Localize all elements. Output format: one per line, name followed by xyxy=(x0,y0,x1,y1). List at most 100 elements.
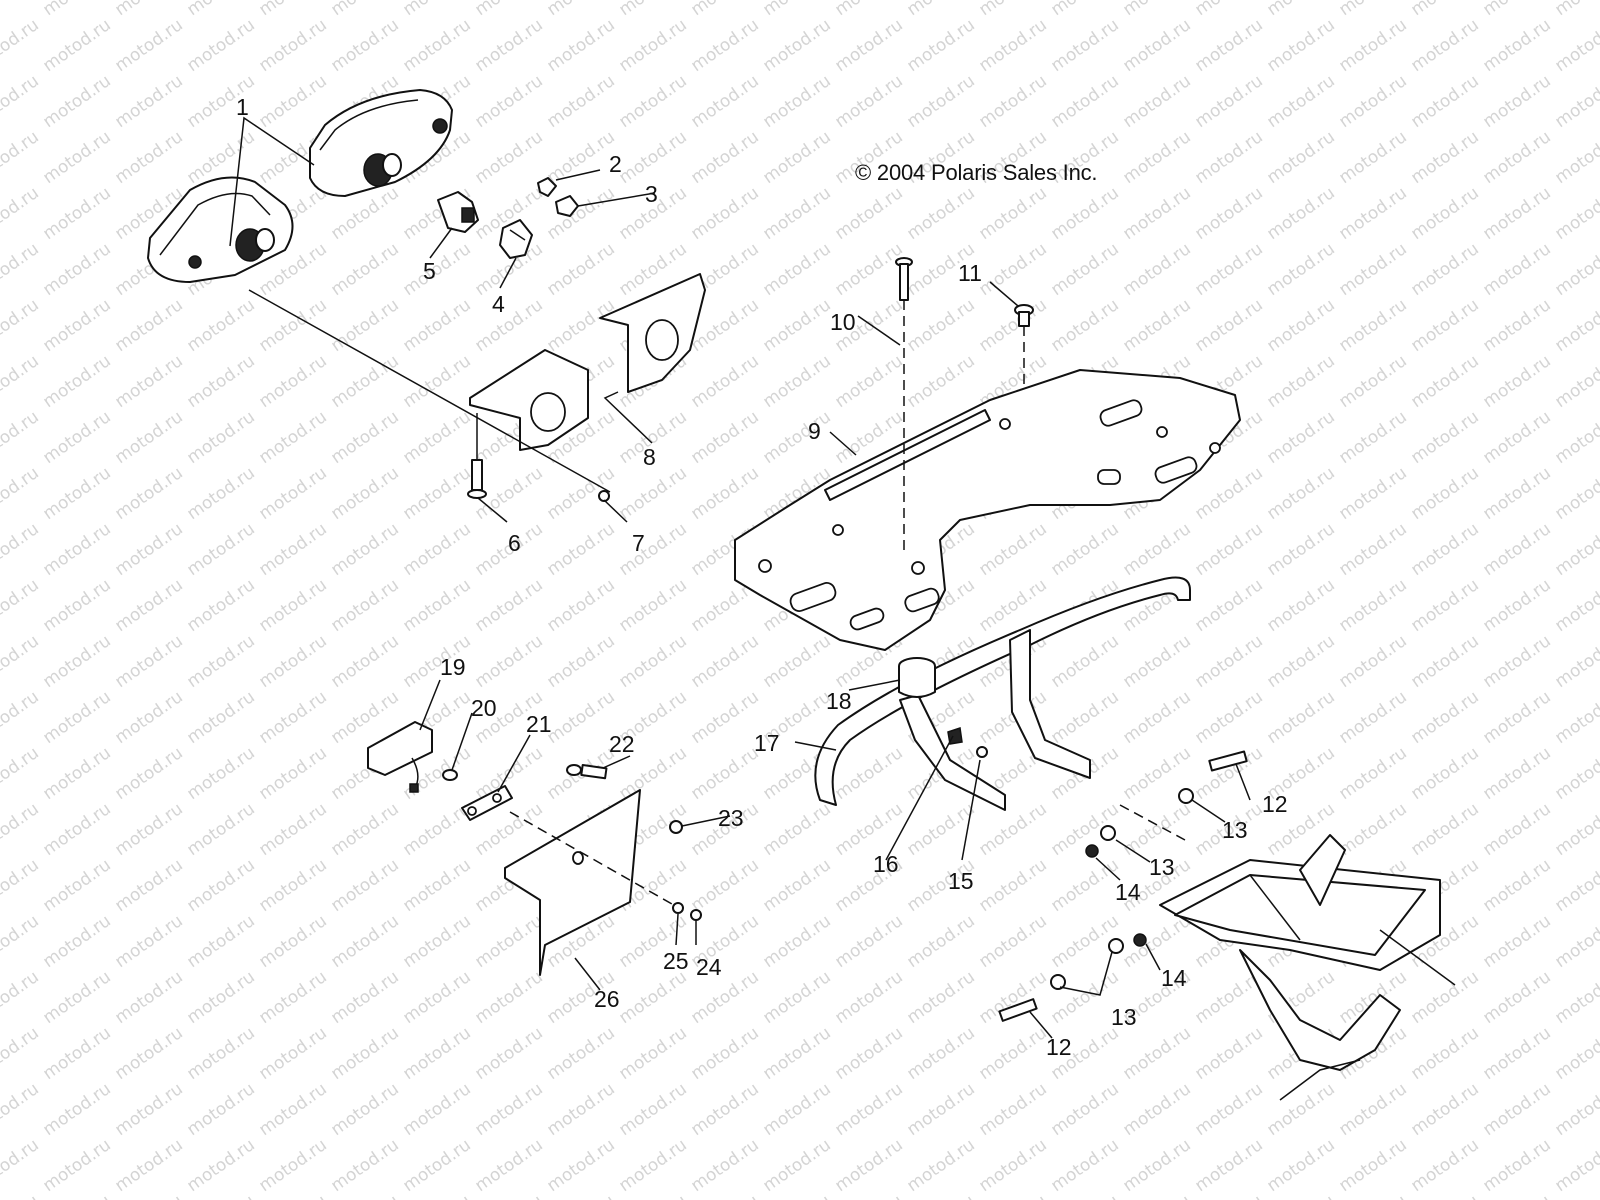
watermark-text: motod.ru xyxy=(903,351,978,412)
copyright-notice: © 2004 Polaris Sales Inc. xyxy=(855,160,1098,185)
watermark-text: motod.ru xyxy=(0,1023,43,1084)
watermark-text: motod.ru xyxy=(1119,183,1194,244)
watermark-text: motod.ru xyxy=(183,351,258,412)
watermark-text: motod.ru xyxy=(0,1135,43,1196)
watermark-text: motod.ru xyxy=(1407,967,1482,1028)
watermark-text: motod.ru xyxy=(687,15,762,76)
watermark-text: motod.ru xyxy=(471,295,546,356)
watermark-text: motod.ru xyxy=(183,1135,258,1196)
watermark-text: motod.ru xyxy=(327,631,402,692)
license-light xyxy=(367,721,433,793)
watermark-text: motod.ru xyxy=(111,351,186,412)
callout-4: 4 xyxy=(492,291,505,317)
watermark-text: motod.ru xyxy=(615,15,690,76)
watermark-text: motod.ru xyxy=(1407,743,1482,804)
watermark-text: motod.ru xyxy=(0,239,43,300)
watermark-text: motod.ru xyxy=(39,855,114,916)
callout-24: 24 xyxy=(696,954,722,980)
watermark-text: motod.ru xyxy=(183,1023,258,1084)
callout-2: 2 xyxy=(609,151,622,177)
rack-bolt-short xyxy=(1014,304,1034,327)
watermark-text: motod.ru xyxy=(975,519,1050,580)
watermark-text: motod.ru xyxy=(1119,15,1194,76)
frame-washers xyxy=(1050,788,1194,990)
watermark-text: motod.ru xyxy=(111,1023,186,1084)
watermark-text: motod.ru xyxy=(39,351,114,412)
watermark-text: motod.ru xyxy=(1335,351,1410,412)
license-spacer-plate xyxy=(461,785,513,821)
watermark-text: motod.ru xyxy=(1047,239,1122,300)
callout-13-upper: 13 xyxy=(1222,817,1248,843)
watermark-text: motod.ru xyxy=(471,127,546,188)
watermark-text: motod.ru xyxy=(1047,687,1122,748)
watermark-text: motod.ru xyxy=(183,743,258,804)
watermark-text: motod.ru xyxy=(1335,1135,1410,1196)
watermark-text: motod.ru xyxy=(831,71,906,132)
watermark-text: motod.ru xyxy=(111,799,186,860)
watermark-text: motod.ru xyxy=(759,855,834,916)
watermark-text: motod.ru xyxy=(255,631,330,692)
watermark-text: motod.ru xyxy=(1047,1079,1122,1140)
watermark-text: motod.ru xyxy=(831,743,906,804)
watermark-text: motod.ru xyxy=(1191,239,1266,300)
watermark-text: motod.ru xyxy=(1191,183,1266,244)
watermark-text: motod.ru xyxy=(1479,855,1554,916)
watermark-text: motod.ru xyxy=(39,687,114,748)
watermark-text: motod.ru xyxy=(255,351,330,412)
watermark-text: motod.ru xyxy=(1479,911,1554,972)
watermark-text: motod.ru xyxy=(0,575,43,636)
watermark-text: motod.ru xyxy=(39,519,114,580)
watermark-text: motod.ru xyxy=(39,799,114,860)
watermark-text: motod.ru xyxy=(831,15,906,76)
callout-17: 17 xyxy=(754,730,780,756)
watermark-text: motod.ru xyxy=(39,239,114,300)
watermark-text: motod.ru xyxy=(327,15,402,76)
watermark-text: motod.ru xyxy=(1407,1023,1482,1084)
callout-5: 5 xyxy=(423,258,436,284)
watermark-text: motod.ru xyxy=(399,911,474,972)
watermark-text: motod.ru xyxy=(471,1079,546,1140)
watermark-text: motod.ru xyxy=(543,687,618,748)
watermark-text: motod.ru xyxy=(471,911,546,972)
watermark-text: motod.ru xyxy=(1119,127,1194,188)
watermark-text: motod.ru xyxy=(543,15,618,76)
watermark-text: motod.ru xyxy=(1191,15,1266,76)
watermark-text: motod.ru xyxy=(687,463,762,524)
watermark-text: motod.ru xyxy=(975,911,1050,972)
watermark-text: motod.ru xyxy=(1335,183,1410,244)
watermark-text: motod.ru xyxy=(1551,1191,1600,1200)
small-washer xyxy=(672,902,684,914)
watermark-text: motod.ru xyxy=(0,631,43,692)
watermark-text: motod.ru xyxy=(615,71,690,132)
watermark-text: motod.ru xyxy=(1479,127,1554,188)
watermark-text: motod.ru xyxy=(1191,71,1266,132)
watermark-text: motod.ru xyxy=(39,1135,114,1196)
watermark-text: motod.ru xyxy=(1551,463,1600,524)
watermark-text: motod.ru xyxy=(111,911,186,972)
watermark-text: motod.ru xyxy=(111,295,186,356)
watermark-text: motod.ru xyxy=(471,631,546,692)
watermark-text: motod.ru xyxy=(1551,967,1600,1028)
watermark-text: motod.ru xyxy=(1047,631,1122,692)
leader-lines xyxy=(229,116,1456,1039)
watermark-text: motod.ru xyxy=(975,1079,1050,1140)
watermark-text: motod.ru xyxy=(327,1023,402,1084)
watermark-text: motod.ru xyxy=(1047,519,1122,580)
watermark-text: motod.ru xyxy=(1551,519,1600,580)
watermark-text: motod.ru xyxy=(615,463,690,524)
watermark-text: motod.ru xyxy=(1119,295,1194,356)
watermark-text: motod.ru xyxy=(543,1023,618,1084)
watermark-text: motod.ru xyxy=(1479,743,1554,804)
watermark-text: motod.ru xyxy=(1335,15,1410,76)
watermark-text: motod.ru xyxy=(183,799,258,860)
watermark-text: motod.ru xyxy=(1551,407,1600,468)
callout-10: 10 xyxy=(830,309,856,335)
watermark-text: motod.ru xyxy=(471,967,546,1028)
watermark-text: motod.ru xyxy=(1263,239,1338,300)
watermark-text: motod.ru xyxy=(1551,743,1600,804)
watermark-text: motod.ru xyxy=(1263,575,1338,636)
watermark-text: motod.ru xyxy=(975,855,1050,916)
callout-14-lower: 14 xyxy=(1161,965,1187,991)
watermark-text: motod.ru xyxy=(759,1023,834,1084)
watermark-text: motod.ru xyxy=(0,127,43,188)
